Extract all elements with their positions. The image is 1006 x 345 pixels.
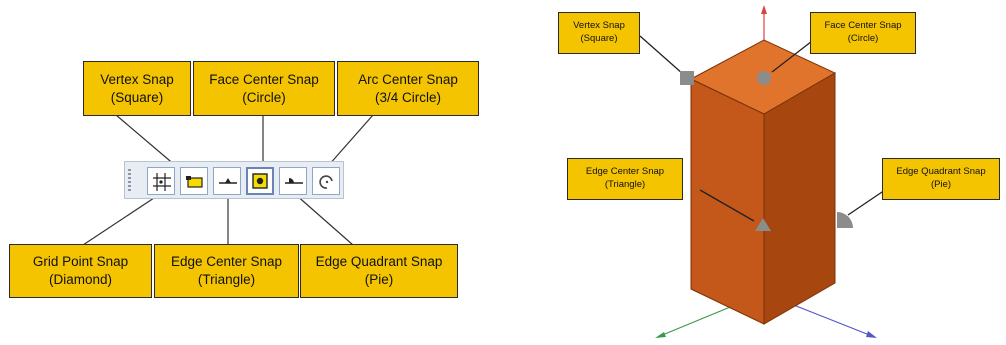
callout-shape: (Pie) bbox=[930, 179, 952, 190]
callout-edge-center-snap-right: Edge Center Snap (Triangle) bbox=[567, 158, 683, 200]
callout-shape: (Square) bbox=[110, 89, 164, 105]
callout-arc-center-snap: Arc Center Snap (3/4 Circle) bbox=[337, 61, 479, 116]
leader-edge-quadrant-right bbox=[847, 189, 886, 216]
callout-edge-quadrant-snap: Edge Quadrant Snap (Pie) bbox=[300, 244, 458, 298]
callout-title: Edge Center Snap bbox=[170, 254, 283, 270]
callout-title: Grid Point Snap bbox=[32, 254, 129, 270]
callout-title: Face Center Snap bbox=[824, 20, 902, 32]
arc-center-snap-button[interactable] bbox=[312, 167, 340, 195]
callout-vertex-snap: Vertex Snap (Square) bbox=[83, 61, 191, 116]
leader-edge-quadrant bbox=[294, 193, 354, 246]
leader-face-center-right bbox=[771, 37, 817, 73]
callout-shape: (3/4 Circle) bbox=[374, 89, 441, 105]
callout-shape: (Diamond) bbox=[48, 272, 113, 287]
callout-title: Edge Quadrant Snap bbox=[896, 166, 986, 178]
callout-title: Edge Quadrant Snap bbox=[315, 254, 443, 270]
toolbar-grip-handle[interactable] bbox=[128, 169, 131, 193]
edge-quadrant-snap-button[interactable] bbox=[279, 167, 307, 195]
box-front-face bbox=[690, 78, 765, 325]
callout-title: Vertex Snap bbox=[100, 71, 174, 87]
face-center-snap-button[interactable] bbox=[246, 167, 274, 195]
callout-shape: (Triangle) bbox=[197, 272, 256, 287]
leader-edge-center-right bbox=[699, 189, 755, 222]
callout-title: Face Center Snap bbox=[209, 71, 319, 87]
pie-marker bbox=[837, 212, 853, 228]
leader-grid-point bbox=[82, 193, 161, 246]
leader-vertex bbox=[115, 114, 177, 167]
callout-title: Arc Center Snap bbox=[358, 71, 458, 87]
y-axis-arrow bbox=[761, 5, 767, 14]
snap-toolbar bbox=[124, 161, 344, 199]
z-axis-arrow bbox=[866, 331, 877, 338]
callout-title: Vertex Snap bbox=[573, 20, 625, 32]
leader-vertex-right bbox=[639, 35, 684, 75]
triangle-marker bbox=[755, 218, 771, 231]
edge-center-snap-button[interactable] bbox=[213, 167, 241, 195]
callout-grid-point-snap: Grid Point Snap (Diamond) bbox=[9, 244, 152, 298]
leader-arc-center bbox=[327, 114, 374, 167]
square-marker bbox=[680, 71, 694, 85]
callout-vertex-snap-right: Vertex Snap (Square) bbox=[558, 12, 640, 54]
callout-edge-quadrant-snap-right: Edge Quadrant Snap (Pie) bbox=[882, 158, 1000, 200]
x-axis-arrow bbox=[655, 332, 666, 338]
callout-shape: (Circle) bbox=[242, 89, 286, 105]
box-side-face bbox=[763, 72, 836, 325]
callout-shape: (Pie) bbox=[364, 272, 394, 287]
callout-edge-center-snap: Edge Center Snap (Triangle) bbox=[154, 244, 299, 298]
vertex-snap-button[interactable] bbox=[180, 167, 208, 195]
callout-shape: (Square) bbox=[580, 33, 618, 44]
callout-shape: (Triangle) bbox=[604, 179, 646, 190]
circle-marker bbox=[757, 71, 771, 85]
callout-title: Edge Center Snap bbox=[585, 166, 665, 178]
callout-face-center-snap-right: Face Center Snap (Circle) bbox=[810, 12, 916, 54]
callout-shape: (Circle) bbox=[847, 33, 879, 44]
grid-point-snap-button[interactable] bbox=[147, 167, 175, 195]
callout-face-center-snap: Face Center Snap (Circle) bbox=[193, 61, 335, 116]
